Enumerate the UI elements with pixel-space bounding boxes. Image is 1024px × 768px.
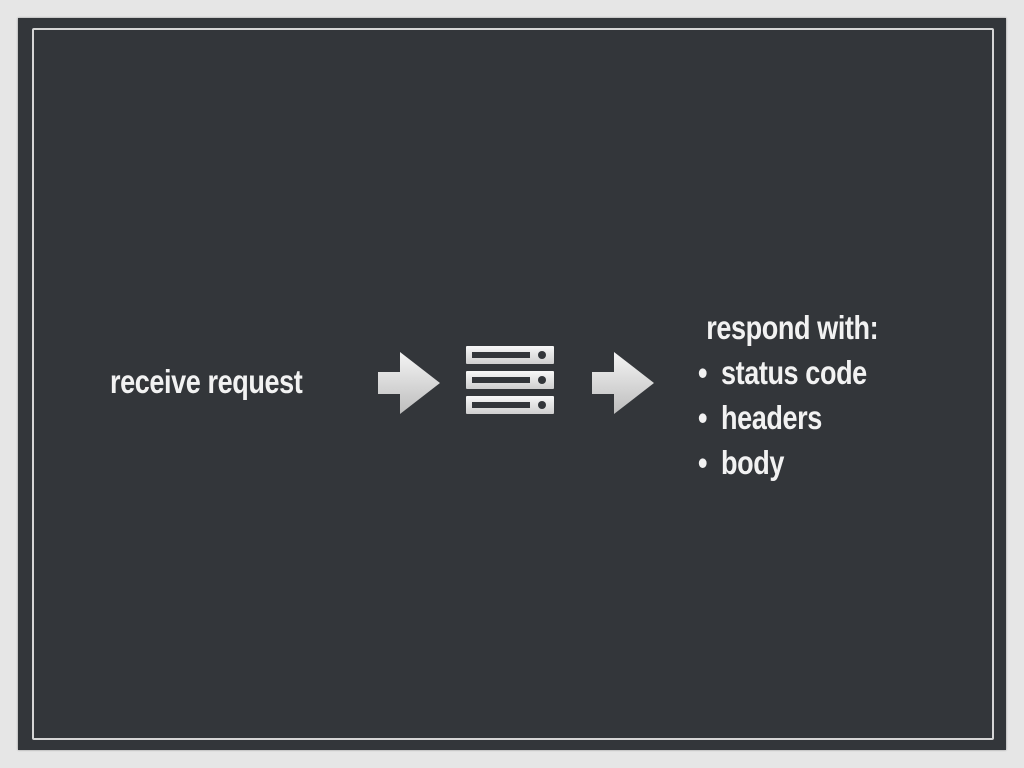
bullet-icon: • bbox=[698, 399, 708, 436]
slide: receive request bbox=[18, 18, 1006, 750]
response-item-body: body bbox=[720, 444, 784, 481]
respond-with-title: respond with: bbox=[706, 309, 879, 346]
response-item-headers: headers bbox=[720, 399, 822, 436]
list-item: • body bbox=[698, 440, 878, 485]
response-list: • status code • headers • body bbox=[698, 350, 878, 485]
list-item: • headers bbox=[698, 395, 878, 440]
bullet-icon: • bbox=[698, 444, 708, 481]
server-icon bbox=[466, 346, 554, 414]
right-arrow-icon bbox=[378, 352, 440, 414]
bullet-icon: • bbox=[698, 354, 708, 391]
list-item: • status code bbox=[698, 350, 878, 395]
response-block: respond with: • status code • headers • bod… bbox=[698, 306, 879, 485]
response-item-status-code: status code bbox=[720, 354, 867, 391]
receive-request-label: receive request bbox=[110, 363, 303, 400]
right-arrow-icon bbox=[592, 352, 654, 414]
slide-frame bbox=[32, 28, 994, 740]
